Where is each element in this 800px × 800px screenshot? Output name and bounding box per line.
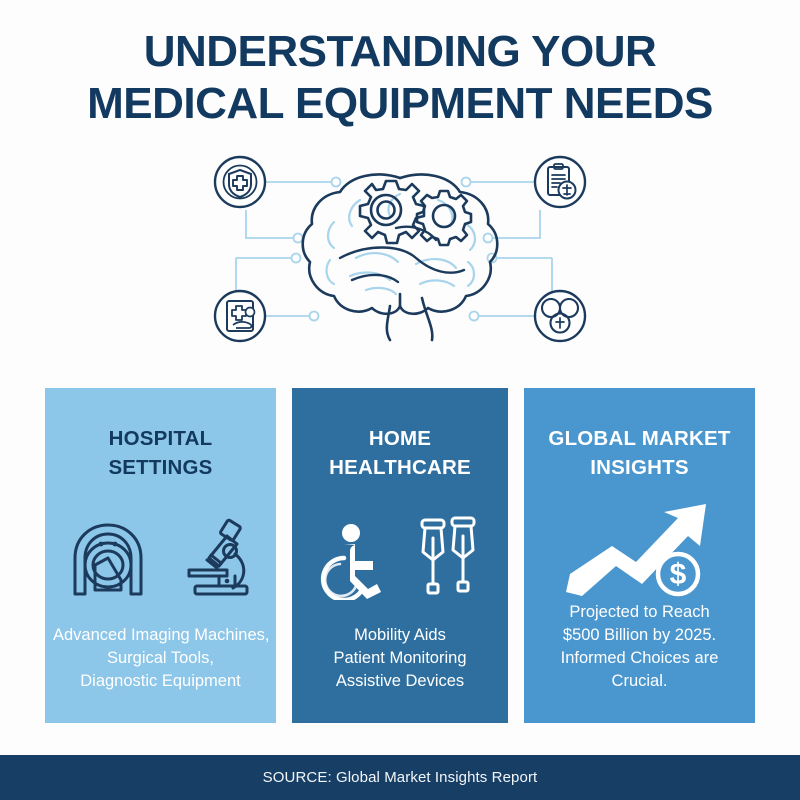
dollar-coin-icon: $ — [655, 551, 700, 597]
body-line-2: Patient Monitoring — [333, 649, 467, 667]
microscope-icon — [187, 518, 248, 596]
panel-home-healthcare-heading: HOME HEALTHCARE — [323, 424, 477, 482]
panel-global-market-insights-body: Projected to Reach $500 Billion by 2025.… — [524, 601, 755, 693]
panel-hospital-settings-body: Advanced Imaging Machines, Surgical Tool… — [45, 624, 276, 693]
footer-bar: SOURCE: Global Market Insights Report — [0, 755, 800, 800]
panel-home-healthcare-body: Mobility Aids Patient Monitoring Assisti… — [292, 624, 508, 693]
heading-line-1: HOME — [368, 427, 432, 450]
body-line-4: Crucial. — [611, 672, 668, 690]
panel-global-market-insights-icons: $ — [524, 500, 755, 600]
title-line-2: MEDICAL EQUIPMENT NEEDS — [87, 79, 713, 128]
page-title: UNDERSTANDING YOUR MEDICAL EQUIPMENT NEE… — [0, 26, 800, 130]
molecule-cell-icon — [533, 289, 587, 343]
body-line-2: Surgical Tools, — [106, 649, 214, 667]
clipboard-medical-report-icon — [533, 155, 587, 209]
crutches-icon — [420, 516, 476, 595]
panel-group: HOSPITAL SETTINGS — [45, 388, 755, 723]
body-line-1: Advanced Imaging Machines, — [53, 626, 270, 644]
svg-text:$: $ — [669, 558, 686, 591]
heading-line-2: HEALTHCARE — [329, 456, 471, 479]
body-line-3: Informed Choices are — [560, 649, 719, 667]
heading-line-2: INSIGHTS — [590, 456, 689, 479]
wheelchair-icon — [320, 524, 381, 600]
panel-global-market-insights[interactable]: GLOBAL MARKET INSIGHTS $ Projected to Re… — [524, 388, 755, 723]
connector-lines — [235, 176, 553, 322]
panel-global-market-insights-heading: GLOBAL MARKET INSIGHTS — [542, 424, 736, 482]
source-label: SOURCE: Global Market Insights Report — [262, 769, 538, 786]
body-line-2: $500 Billion by 2025. — [562, 626, 717, 644]
body-line-1: Mobility Aids — [354, 626, 446, 644]
brain-network-diagram — [200, 148, 600, 358]
body-line-3: Diagnostic Equipment — [80, 672, 241, 690]
panel-hospital-settings-heading: HOSPITAL SETTINGS — [102, 424, 218, 482]
brain-outline-icon — [301, 173, 499, 342]
panel-hospital-settings[interactable]: HOSPITAL SETTINGS — [45, 388, 276, 723]
panel-home-healthcare-icons — [292, 500, 508, 600]
body-line-1: Projected to Reach — [569, 603, 710, 621]
mri-scanner-icon — [73, 523, 142, 596]
heading-line-1: HOSPITAL — [108, 427, 213, 450]
growth-arrow-icon: $ — [565, 504, 706, 597]
panel-home-healthcare[interactable]: HOME HEALTHCARE — [292, 388, 508, 723]
heading-line-1: GLOBAL MARKET — [548, 427, 731, 450]
title-line-1: UNDERSTANDING YOUR — [143, 27, 657, 76]
shield-medical-cross-icon — [213, 155, 267, 209]
gears-icon — [358, 179, 473, 247]
medical-card-hand-icon — [213, 289, 267, 343]
panel-hospital-settings-icons — [45, 500, 276, 600]
heading-line-2: SETTINGS — [108, 456, 213, 479]
body-line-3: Assistive Devices — [335, 672, 465, 690]
